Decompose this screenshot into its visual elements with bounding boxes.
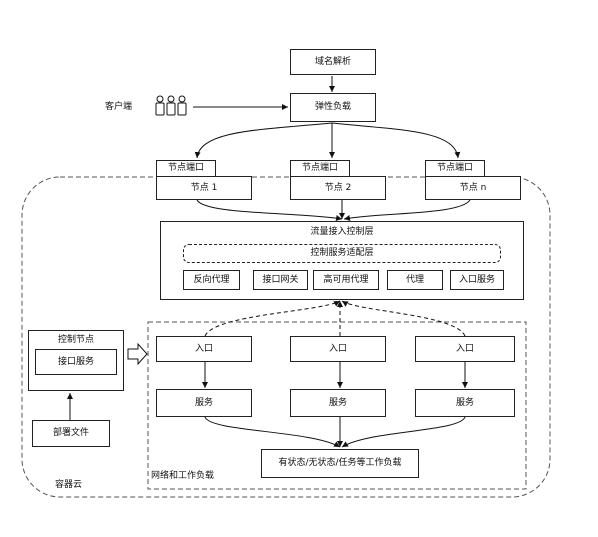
control-service-adapter-layer: 控制服务适配层 xyxy=(183,244,501,263)
entry-1: 入口 xyxy=(156,336,252,362)
control-node: 控制节点 接口服务 xyxy=(28,330,124,391)
hollow-arrow xyxy=(127,342,148,366)
workload-box: 有状态/无状态/任务等工作负载 xyxy=(261,449,419,478)
proxy-item: 代理 xyxy=(387,270,443,290)
load-balancer-box: 弹性负载 xyxy=(290,93,376,122)
container-cloud-boundary xyxy=(21,176,551,498)
node-port-n: 节点端口 xyxy=(425,160,485,177)
reverse-proxy-item: 反向代理 xyxy=(183,270,240,290)
ha-proxy-item: 高可用代理 xyxy=(313,270,379,290)
control-api-service: 接口服务 xyxy=(35,349,117,375)
entry-2: 入口 xyxy=(290,336,386,362)
node-n: 节点 n xyxy=(425,176,521,200)
service-3: 服务 xyxy=(415,389,515,417)
ingress-layer-title: 流量接入控制层 xyxy=(310,227,374,237)
service-1: 服务 xyxy=(156,389,252,417)
client-label: 客户端 xyxy=(105,102,133,112)
node-port-1: 节点端口 xyxy=(156,160,216,177)
container-cloud-label: 容器云 xyxy=(55,480,83,490)
entry-service-item: 入口服务 xyxy=(450,270,504,290)
network-workload-boundary xyxy=(147,321,527,490)
node-1: 节点 1 xyxy=(156,176,252,200)
network-workload-label: 网络和工作负载 xyxy=(151,471,215,481)
control-node-title: 控制节点 xyxy=(57,335,94,345)
entry-3: 入口 xyxy=(415,336,515,362)
node-port-2: 节点端口 xyxy=(290,160,350,177)
dns-box: 域名解析 xyxy=(290,49,376,75)
api-gateway-item: 接口网关 xyxy=(253,270,308,290)
service-2: 服务 xyxy=(290,389,386,417)
deploy-file-box: 部署文件 xyxy=(32,420,110,447)
client-users-icon xyxy=(155,95,187,116)
ingress-control-layer: 流量接入控制层 控制服务适配层 反向代理 接口网关 高可用代理 代理 入口服务 xyxy=(160,221,524,300)
node-2: 节点 2 xyxy=(290,176,386,200)
